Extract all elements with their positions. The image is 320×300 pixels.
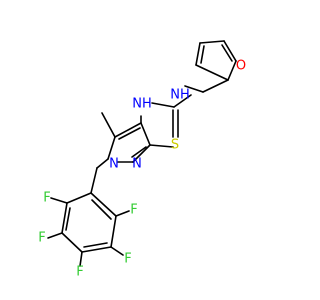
bond [223,40,237,62]
bond [118,127,141,140]
bond [199,40,225,44]
bond [110,246,124,256]
bond [110,215,117,248]
bond [79,251,83,267]
bond [66,192,92,204]
bond [221,44,233,62]
molecule-svg: F F F F F N N NH NH S O [38,40,246,280]
sulfur-label: S [171,138,179,153]
bond [81,246,112,253]
oxygen-label: O [236,59,246,74]
bond [61,202,68,234]
bond [91,199,112,220]
bond [195,64,229,81]
bond [140,122,151,146]
bond [90,192,117,217]
bond [50,197,68,204]
atom-labels: F F F F F N N NH NH S O [38,59,246,280]
fluorine-label: F [76,265,83,280]
bond [114,122,142,138]
bond [132,144,151,163]
fluorine-label: F [43,191,50,206]
bond [65,207,71,231]
bond [151,102,175,108]
bond [131,146,147,158]
amine-nh-label: NH [132,97,152,112]
bond [115,210,130,217]
bond [96,158,109,169]
pyrazole-n2-label: N [132,157,142,172]
bond [200,45,205,64]
pyrazole-n1-label: N [109,157,119,172]
bond-lines [47,40,237,267]
bond [107,136,116,160]
bond [184,85,204,93]
bond [83,242,108,248]
bond [101,112,116,138]
fluorine-label: F [130,203,137,218]
bond [227,60,237,81]
bond [173,94,192,108]
bond [195,42,201,66]
fluorine-label: F [124,252,131,267]
bond [149,144,174,148]
molecule-structure-diagram: F F F F F N N NH NH S O [38,40,246,280]
fluorine-label: F [38,231,45,246]
bond [61,232,83,253]
bond [202,79,229,93]
amine-nh-label: NH [170,88,190,103]
bond [47,232,63,239]
bond [90,167,98,194]
